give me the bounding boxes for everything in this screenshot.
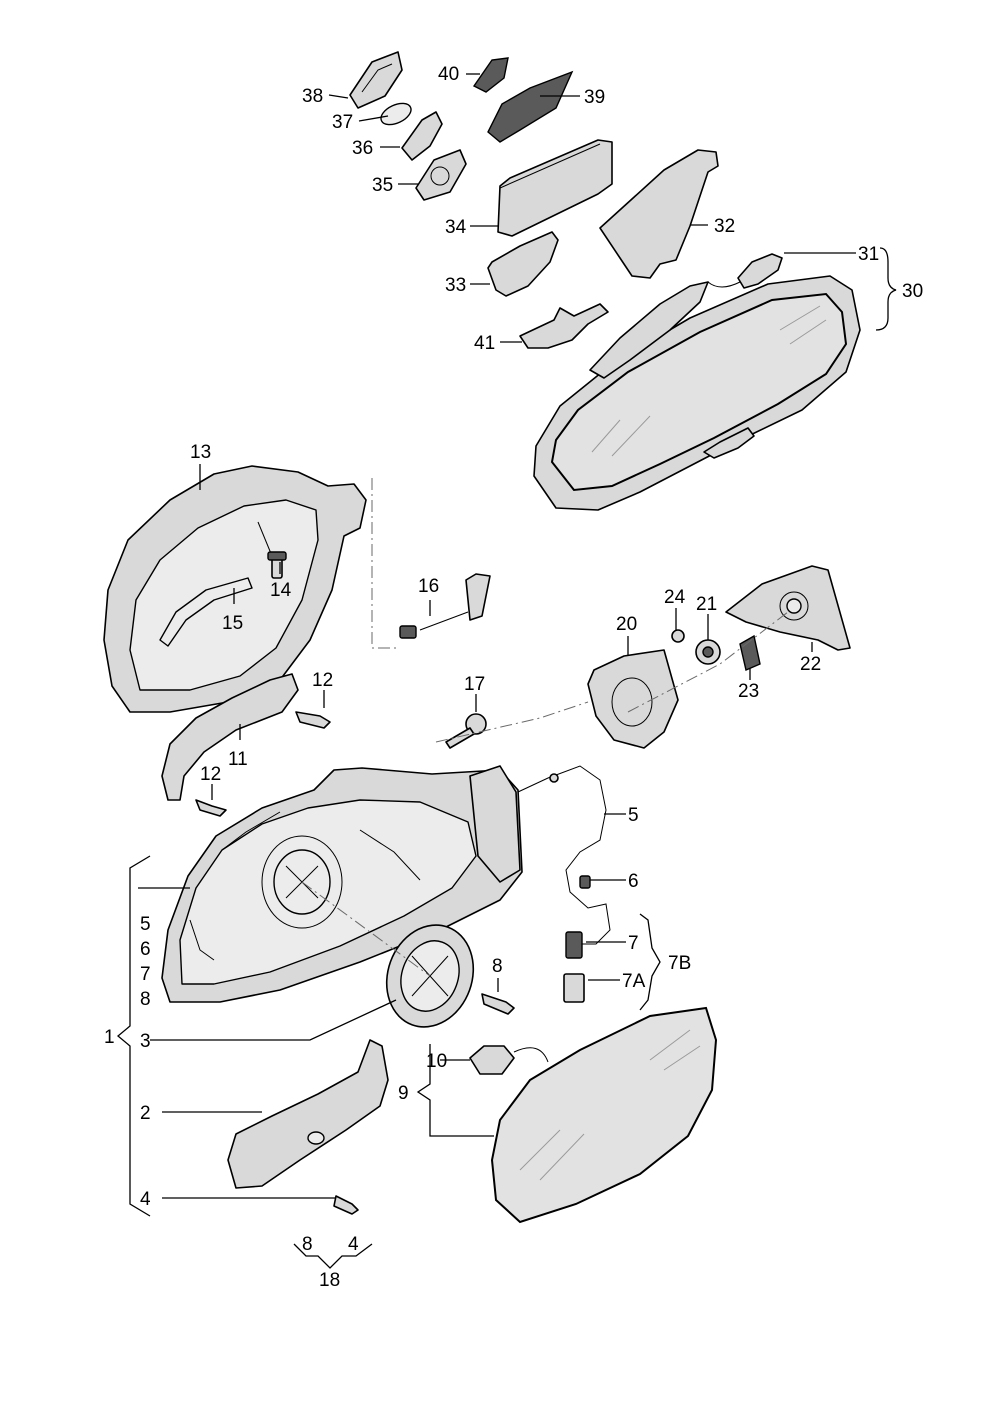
label-4-set: 4: [348, 1234, 359, 1255]
part-12-screw-b: [195, 799, 227, 817]
label-23: 23: [738, 681, 759, 702]
part-9-mirror-glass: [490, 1006, 718, 1224]
label-17: 17: [464, 674, 485, 695]
part-32-cover: [599, 149, 719, 279]
part-15-trim-strip: [159, 577, 253, 647]
label-40: 40: [438, 64, 459, 85]
label-8-screw: 8: [492, 956, 503, 977]
part-7a-plug: [563, 973, 585, 1003]
part-41-clip: [519, 303, 609, 349]
label-33: 33: [445, 275, 466, 296]
label-13: 13: [190, 442, 211, 463]
part-38-bracket: [349, 51, 403, 109]
label-6-list: 6: [140, 939, 151, 960]
label-24: 24: [664, 587, 686, 608]
label-22: 22: [800, 654, 821, 675]
part-40-cover: [472, 57, 509, 93]
label-7-list: 7: [140, 964, 151, 985]
part-8-screw: [481, 993, 515, 1015]
label-8-list: 8: [140, 989, 151, 1010]
part-33-bracket: [487, 231, 559, 297]
part-2-lower-cover: [227, 1039, 389, 1189]
label-7a: 7A: [622, 971, 646, 992]
part-labels: 38 37 36 35 40 39 34 32 33 41 31 30 13 1…: [104, 64, 923, 1291]
label-30: 30: [902, 281, 923, 302]
label-4: 4: [140, 1189, 151, 1210]
part-24-screw: [671, 629, 685, 643]
part-30-interior-mirror: [533, 275, 861, 511]
label-5-list: 5: [140, 914, 151, 935]
label-5: 5: [628, 805, 639, 826]
part-6-connector: [579, 875, 591, 889]
label-10: 10: [426, 1051, 447, 1072]
part-34-sensor-housing: [497, 139, 613, 237]
part-35-mount-plate: [415, 149, 467, 201]
label-7b-group: 7B: [668, 953, 691, 974]
part-12-screw-a: [295, 711, 331, 729]
label-6: 6: [628, 871, 639, 892]
label-3: 3: [140, 1031, 151, 1052]
label-37: 37: [332, 112, 353, 133]
label-2: 2: [140, 1103, 151, 1124]
label-16: 16: [418, 576, 439, 597]
part-16-cable: [399, 573, 491, 639]
label-21: 21: [696, 594, 717, 615]
assembly-lines: [301, 478, 789, 977]
label-15: 15: [222, 613, 243, 634]
part-31-connector: [707, 253, 783, 289]
label-14: 14: [270, 580, 292, 601]
label-7: 7: [628, 933, 639, 954]
label-38: 38: [302, 86, 323, 107]
part-39-cover: [487, 70, 574, 143]
label-11: 11: [228, 749, 248, 770]
label-20: 20: [616, 614, 637, 635]
label-18: 18: [319, 1270, 340, 1291]
part-7-plug: [565, 931, 583, 959]
part-5-cable: [517, 765, 611, 945]
part-10-connector: [469, 1045, 549, 1075]
label-41: 41: [474, 333, 495, 354]
label-36: 36: [352, 138, 373, 159]
leader-lines: [116, 73, 897, 1269]
label-34: 34: [445, 217, 467, 238]
part-20-housing: [587, 649, 679, 749]
label-39: 39: [584, 87, 605, 108]
label-9: 9: [398, 1083, 409, 1104]
label-32: 32: [714, 216, 735, 237]
part-1-mirror-housing: [161, 765, 523, 1003]
label-12: 12: [312, 670, 333, 691]
label-8-set: 8: [302, 1234, 313, 1255]
part-36-clip: [401, 111, 443, 161]
part-37-ring: [380, 102, 412, 126]
label-12b: 12: [200, 764, 221, 785]
part-11-bracket: [161, 673, 299, 801]
label-31: 31: [858, 244, 879, 265]
label-35: 35: [372, 175, 393, 196]
part-17-screw: [445, 713, 487, 749]
part-4-screw: [333, 1195, 359, 1215]
part-21-bearing: [695, 639, 721, 665]
part-22-cover: [725, 565, 851, 651]
label-1: 1: [104, 1027, 115, 1048]
